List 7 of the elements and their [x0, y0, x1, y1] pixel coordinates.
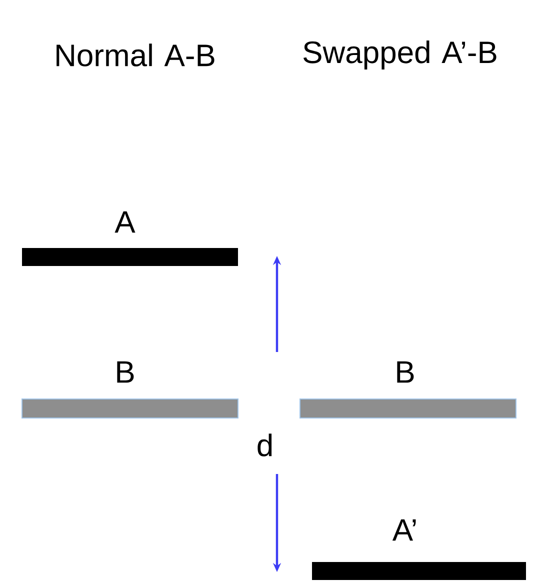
bar-label: B — [117, 361, 134, 383]
bar-label: A — [114, 211, 136, 233]
bar-label: A’ — [392, 519, 416, 541]
dimension-label: d — [258, 434, 272, 456]
bar-label: B — [397, 361, 414, 383]
column-heading: Swapped A’-B — [303, 40, 496, 70]
column-heading: Normal A-B — [56, 44, 214, 66]
